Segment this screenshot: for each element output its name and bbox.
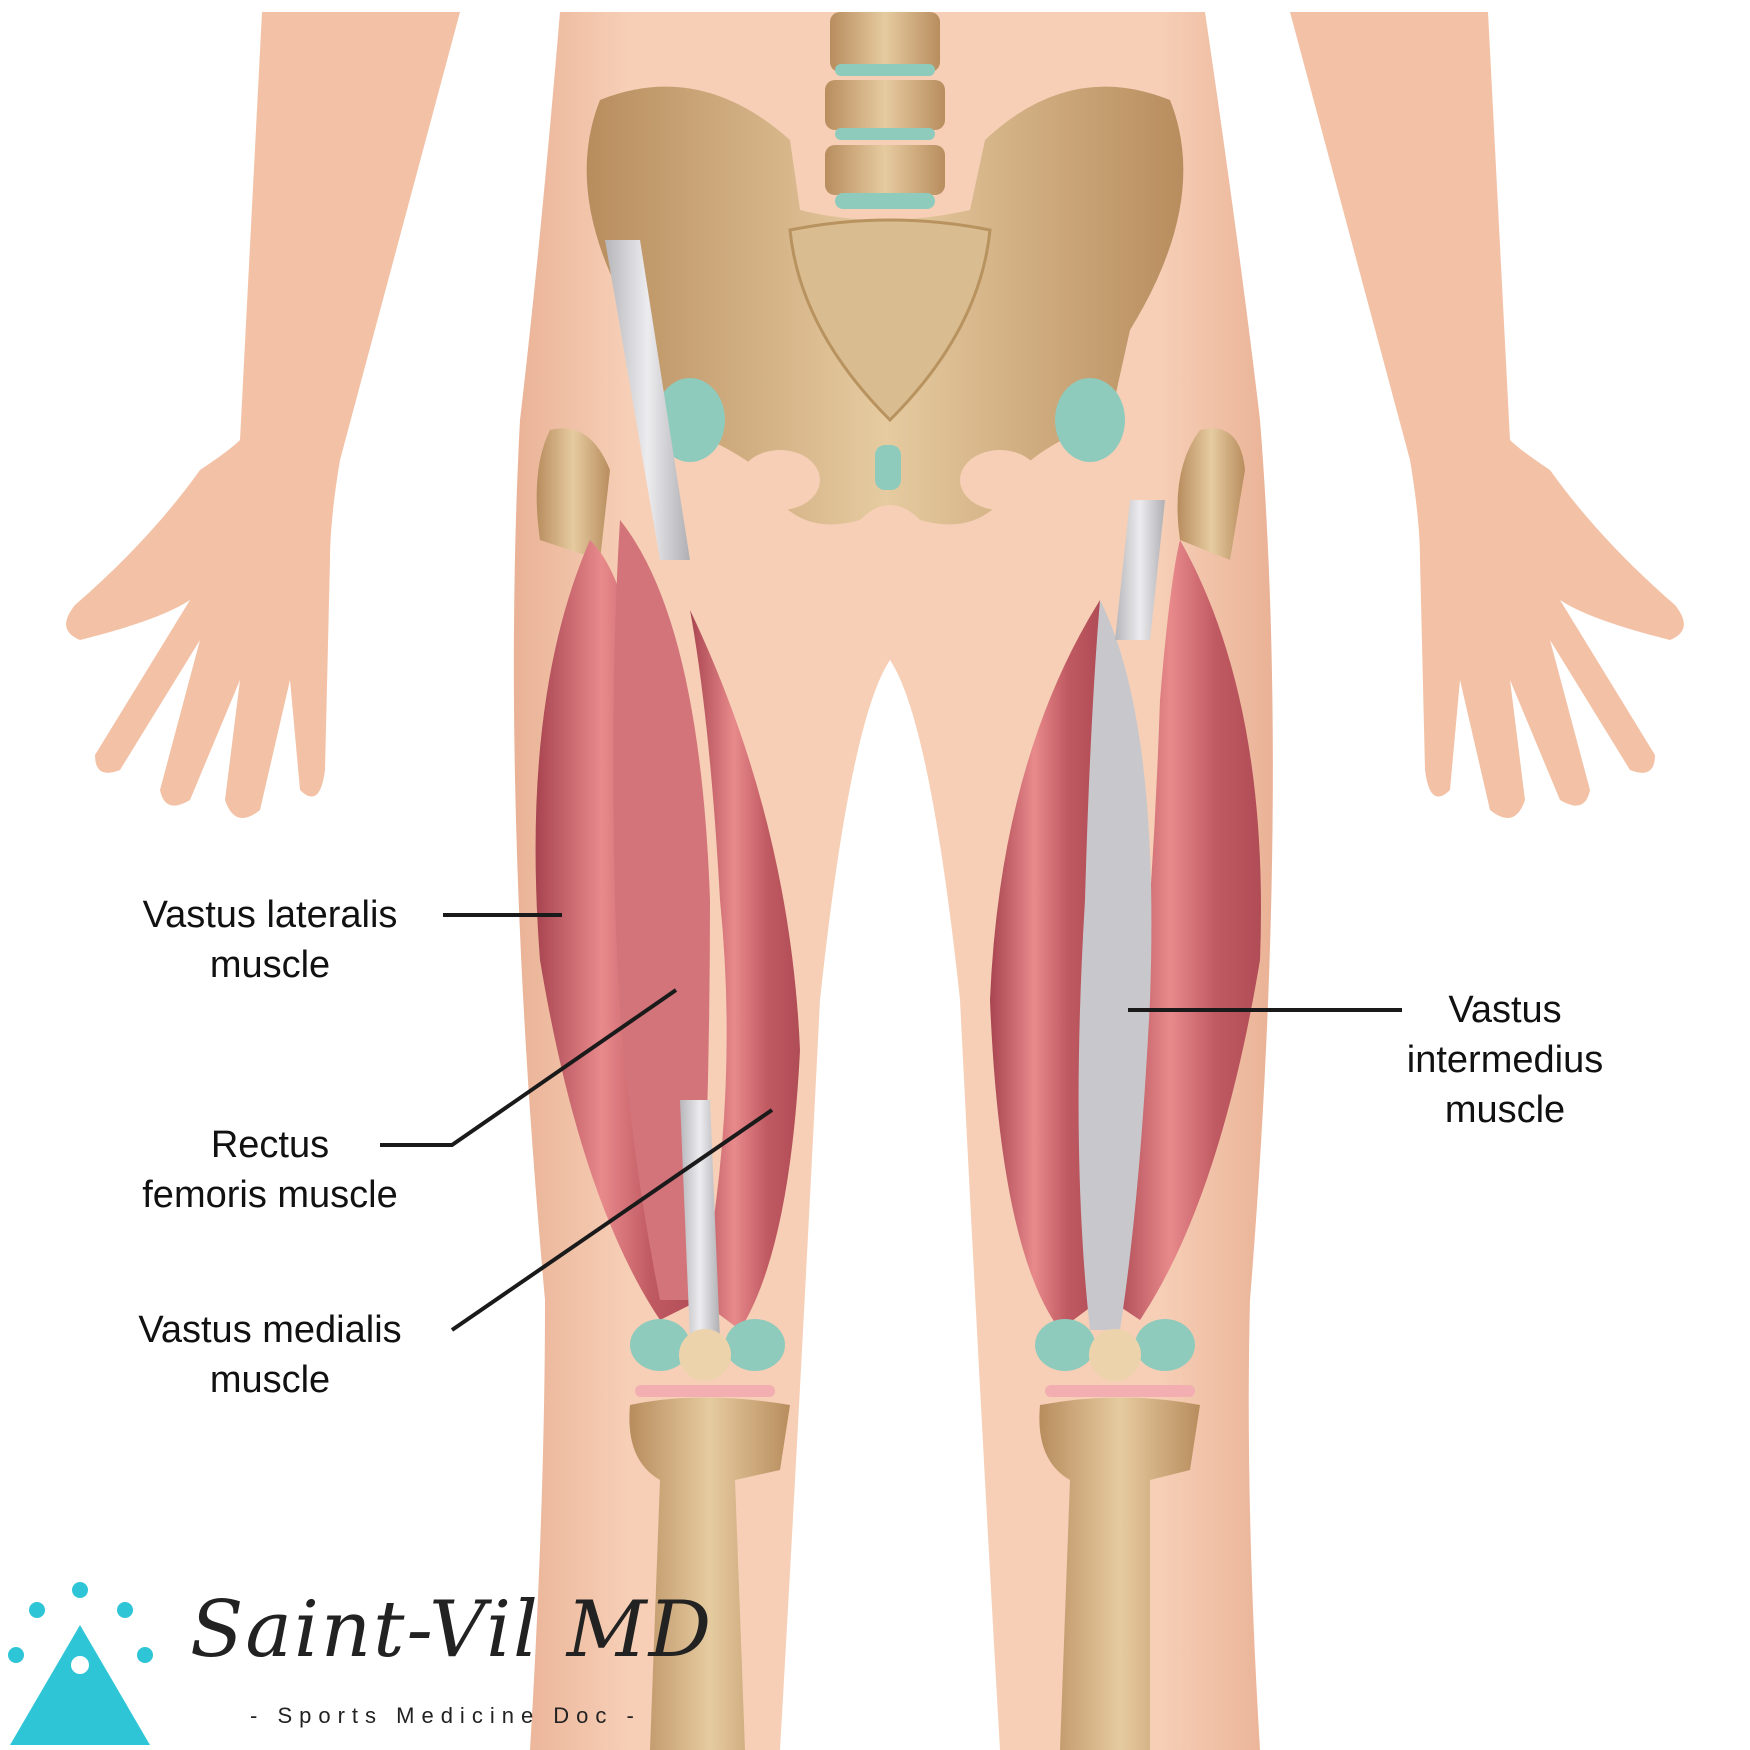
right-greater-trochanter [1177, 428, 1245, 560]
sacrum [788, 218, 992, 423]
left-knee [629, 1319, 790, 1750]
vastus-medialis-leader [450, 1108, 774, 1332]
right-quadriceps-tendon [1115, 500, 1165, 640]
logo-mark [8, 1582, 153, 1745]
logo-tagline: - Sports Medicine Doc - [250, 1703, 641, 1728]
label-line: Vastus medialis [138, 1309, 402, 1351]
label-vastus-intermedius: Vastus intermedius muscle [1360, 985, 1650, 1135]
label-line: femoris muscle [142, 1174, 398, 1216]
left-sartorius-tendon [605, 240, 690, 560]
label-rectus-femoris: Rectus femoris muscle [110, 1120, 430, 1220]
logo-name: Saint-Vil MD [190, 1585, 714, 1675]
right-vastus-lateralis [1110, 540, 1261, 1320]
label-line: Vastus [1448, 989, 1562, 1031]
right-arm [1290, 12, 1684, 818]
left-greater-trochanter [536, 428, 610, 560]
label-line: intermedius [1406, 1039, 1604, 1081]
label-line: muscle [209, 944, 331, 986]
left-patellar-tendon [680, 1100, 720, 1340]
label-vastus-medialis: Vastus medialis muscle [110, 1305, 430, 1405]
lumbar-spine [825, 12, 945, 209]
left-vastus-medialis [690, 610, 800, 1330]
label-line: muscle [209, 1359, 331, 1401]
right-vastus-medialis [990, 600, 1100, 1330]
left-arm [66, 12, 460, 818]
leader-lines [380, 913, 1402, 1332]
right-vastus-intermedius [1078, 600, 1152, 1330]
label-line: Vastus lateralis [142, 894, 398, 936]
rectus-femoris-leader [380, 988, 678, 1147]
label-line: Rectus [210, 1124, 330, 1166]
label-vastus-lateralis: Vastus lateralis muscle [110, 890, 430, 990]
label-line: muscle [1444, 1089, 1566, 1131]
right-knee [1035, 1319, 1200, 1750]
